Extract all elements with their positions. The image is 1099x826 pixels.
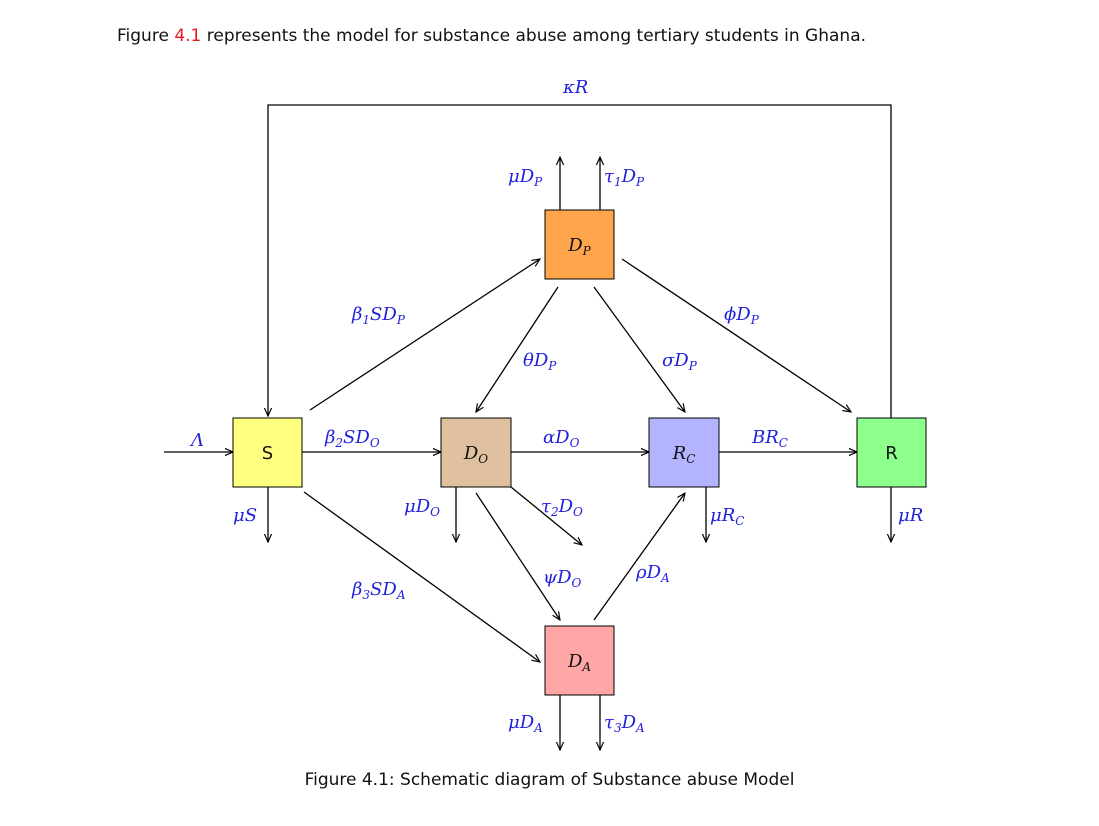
compartment-DO-box xyxy=(440,417,512,488)
rate-kappaR: κR xyxy=(562,77,588,98)
compartment-RC-main: R xyxy=(672,443,687,464)
intro-paragraph: Figure 4.1 represents the model for subs… xyxy=(117,26,866,46)
edge-DP-to-DO xyxy=(476,286,559,412)
compartment-RC-sub: C xyxy=(686,452,695,466)
rate-tau3DA: τ3DA xyxy=(604,712,645,735)
edge-DP-to-R xyxy=(621,258,851,412)
rate-beta2SDO: β2SDO xyxy=(324,427,380,450)
rate-muDA: μDA xyxy=(508,712,543,735)
compartment-DP: DP xyxy=(544,209,615,280)
edge-DA-to-RC xyxy=(593,493,685,621)
rate-thetaDP: θDP xyxy=(523,350,557,373)
rate-muDO: μDO xyxy=(404,496,440,519)
compartment-RC-box xyxy=(648,417,720,488)
rate-beta1SDP: β1SDP xyxy=(351,304,406,327)
compartment-DP-label: DP xyxy=(567,235,591,258)
rate-muRC: μRC xyxy=(710,505,744,528)
compartment-S: S xyxy=(232,417,303,488)
edge-S-to-DA xyxy=(303,491,540,662)
figure-reference-link[interactable]: 4.1 xyxy=(174,26,202,46)
compartment-DO-main: D xyxy=(463,443,479,464)
compartment-DO-sub: O xyxy=(478,452,488,466)
compartment-DA: DA xyxy=(544,625,615,696)
intro-before: Figure xyxy=(117,26,175,46)
rate-rhoDA: ρDA xyxy=(635,562,670,585)
compartment-DA-main: D xyxy=(567,651,583,672)
compartment-DP-main: D xyxy=(567,235,583,256)
intro-after: represents the model for substance abuse… xyxy=(201,26,867,46)
edge-DO-tau2-out xyxy=(510,486,582,545)
rate-Lambda: Λ xyxy=(189,430,204,451)
compartment-DO: DO xyxy=(440,417,512,488)
compartment-DA-box xyxy=(544,625,615,696)
compartment-R-box xyxy=(856,417,927,488)
edges xyxy=(164,104,892,750)
edge-R-to-S xyxy=(268,104,892,418)
compartment-DP-box xyxy=(544,209,615,280)
compartment-S-box xyxy=(232,417,303,488)
rate-muS: μS xyxy=(233,505,257,526)
edge-DO-to-DA xyxy=(475,492,560,620)
rate-alphaDO: αDO xyxy=(543,427,580,450)
compartment-DA-sub: A xyxy=(581,660,591,674)
compartment-DP-sub: P xyxy=(582,244,592,258)
compartment-S-label: S xyxy=(262,443,273,464)
edge-S-to-DP xyxy=(309,259,540,411)
compartment-DA-label: DA xyxy=(567,651,591,674)
rate-labels: κR μDP τ1DP β1SDP ϕDP θDP σDP Λ β2SDO αD… xyxy=(189,77,923,735)
compartment-RC: RC xyxy=(648,417,720,488)
compartment-R-label: R xyxy=(885,443,898,464)
rate-muDP: μDP xyxy=(508,166,543,189)
rate-BRC: BRC xyxy=(751,427,788,450)
rate-tau2DO: τ2DO xyxy=(541,496,583,519)
rate-tau1DP: τ1DP xyxy=(604,166,645,189)
rate-phiDP: ϕDP xyxy=(724,304,760,327)
compartment-RC-label: RC xyxy=(672,443,696,466)
rate-psiDO: ψDO xyxy=(543,567,582,590)
rate-muR: μR xyxy=(898,505,923,526)
figure-caption: Figure 4.1: Schematic diagram of Substan… xyxy=(304,770,795,790)
compartment-DO-label: DO xyxy=(463,443,488,466)
rate-beta3SDA: β3SDA xyxy=(351,579,406,602)
compartment-R: R xyxy=(856,417,927,488)
rate-sigmaDP: σDP xyxy=(662,350,698,373)
edge-DP-to-RC xyxy=(593,286,685,412)
